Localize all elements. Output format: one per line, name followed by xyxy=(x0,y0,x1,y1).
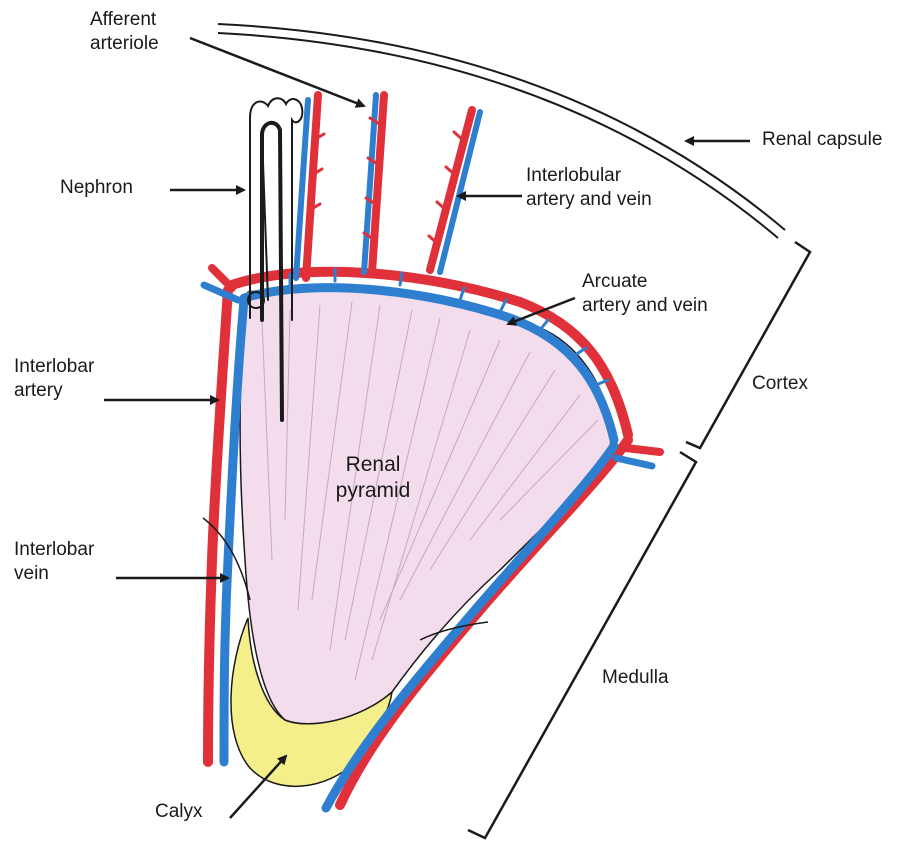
cortex-label: Cortex xyxy=(752,372,808,396)
interlobar-artery-label-line2: artery xyxy=(14,379,94,403)
interlobar-artery-label-line1: Interlobar xyxy=(14,355,94,379)
medulla-label: Medulla xyxy=(602,666,669,690)
interlobar-vein-label-line2: vein xyxy=(14,562,94,586)
afferent-arrow xyxy=(190,38,364,106)
interlobar-vein-label: Interlobar vein xyxy=(14,538,94,586)
arcuate-label-line1: Arcuate xyxy=(582,270,708,294)
renal-pyramid-label-line1: Renal xyxy=(318,452,428,478)
right-artery-stub xyxy=(626,448,660,452)
afferent-arteriole-label: Afferent arteriole xyxy=(90,8,159,56)
interlobar-artery-label: Interlobar artery xyxy=(14,355,94,403)
renal-pyramid xyxy=(240,288,612,723)
arcuate-label: Arcuate artery and vein xyxy=(582,270,708,318)
renal-pyramid-label-line2: pyramid xyxy=(318,478,428,504)
afferent-label-line1: Afferent xyxy=(90,8,159,32)
arcuate-label-line2: artery and vein xyxy=(582,294,708,318)
interlobular-label-line2: artery and vein xyxy=(526,188,652,212)
interlobular-vessels xyxy=(296,95,480,278)
nephron-label: Nephron xyxy=(60,176,133,200)
interlobar-vein-label-line1: Interlobar xyxy=(14,538,94,562)
renal-capsule-label: Renal capsule xyxy=(762,128,882,152)
calyx-label: Calyx xyxy=(155,800,203,824)
interlobular-label-line1: Interlobular xyxy=(526,164,652,188)
interlobular-label: Interlobular artery and vein xyxy=(526,164,652,212)
renal-pyramid-label: Renal pyramid xyxy=(318,452,428,504)
afferent-label-line2: arteriole xyxy=(90,32,159,56)
arcuate-artery-stub xyxy=(212,268,232,288)
right-vein-stub xyxy=(616,458,652,466)
